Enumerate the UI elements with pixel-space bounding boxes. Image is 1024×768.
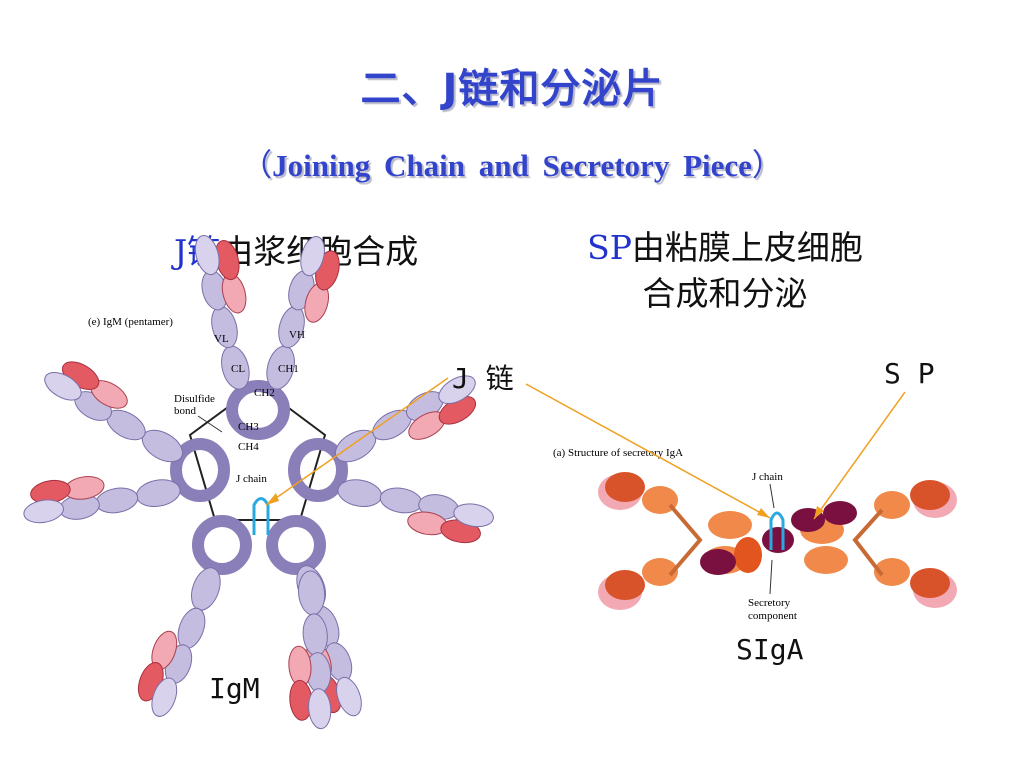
igm-j-chain-label: J chain: [236, 473, 267, 485]
cl-label: CL: [231, 363, 245, 375]
ch4-label: CH4: [238, 441, 259, 453]
igm-core-rings: [170, 380, 348, 575]
igm-figure-caption: (e) IgM (pentamer): [88, 316, 173, 328]
slide-subtitle: （Joining Chain and Secretory Piece）: [0, 140, 1024, 185]
secretory-label-1: Secretory: [748, 597, 791, 609]
ch3-label: CH3: [238, 421, 259, 433]
sp-pointer-label: S P: [884, 357, 935, 390]
disulfide-label-1: Disulfide: [174, 393, 215, 405]
subtitle-close-paren: ）: [751, 148, 783, 183]
igm-pentamer-figure: (e) IgM (pentamer) Disulfide bond J chai…: [18, 227, 497, 732]
vl-label: VL: [214, 333, 229, 345]
sp-description: SP由粘膜上皮细胞合成和分泌: [560, 225, 890, 317]
sp-term: SP: [587, 228, 632, 267]
ch1-label: CH1: [278, 363, 299, 375]
siga-figure: (a) Structure of secretory IgA J chain S…: [553, 447, 957, 622]
slide-title: 二、J链和分泌片: [360, 66, 664, 112]
disulfide-label-2: bond: [174, 405, 197, 417]
siga-j-chain-label: J chain: [752, 471, 783, 483]
sp-desc-line2: 合成和分泌: [642, 274, 808, 313]
secretory-label-2: component: [748, 610, 797, 622]
siga-j-chain-shape: [769, 511, 785, 550]
annotation-arrows: [265, 377, 906, 520]
subtitle-text: Joining Chain and Secretory Piece: [272, 148, 752, 183]
siga-figure-caption: (a) Structure of secretory IgA: [553, 447, 683, 459]
igm-j-chain-shape: [252, 497, 270, 535]
j-chain-pointer-label: J 链: [452, 362, 514, 395]
subtitle-open-paren: （: [241, 148, 273, 183]
ch2-label: CH2: [254, 387, 275, 399]
siga-label: SIgA: [736, 633, 804, 666]
sp-desc-line1: 由粘膜上皮细胞: [631, 228, 863, 267]
vh-label: VH: [289, 329, 305, 341]
igm-label: IgM: [209, 672, 260, 705]
